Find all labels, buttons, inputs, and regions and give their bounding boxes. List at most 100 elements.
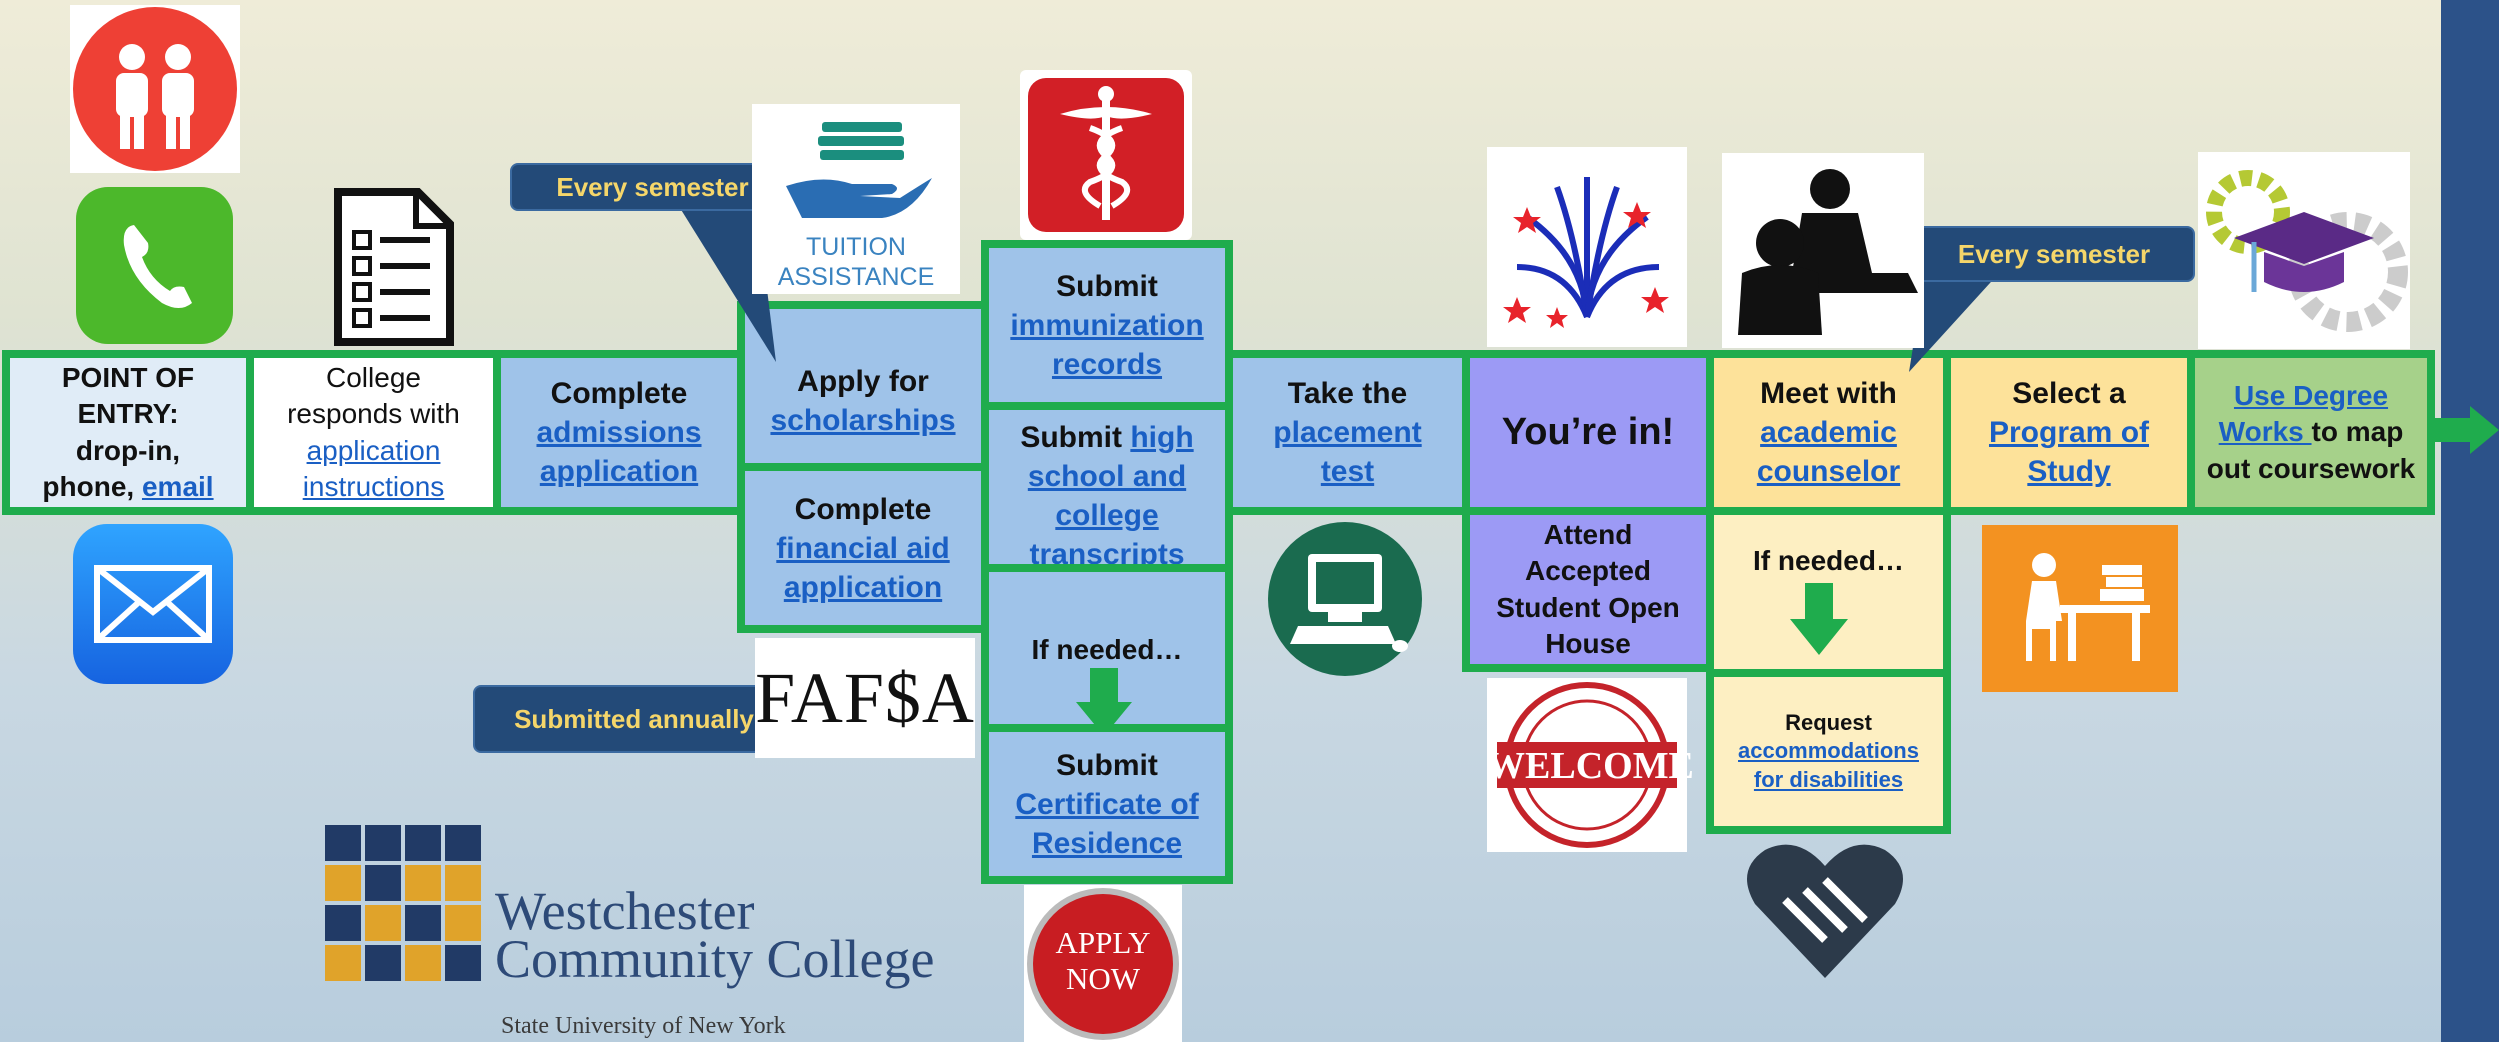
openhouse-line2: Accepted bbox=[1524, 555, 1652, 587]
callout-text: Every semester bbox=[510, 163, 795, 211]
degreeworks-rest1: to map bbox=[2311, 416, 2404, 448]
apply-now-circle bbox=[1027, 888, 1179, 1040]
if-needed-residence-box: If needed… bbox=[981, 564, 1233, 734]
counselor-box: Meet with academic counselor bbox=[1706, 350, 1951, 515]
residence-box: Submit Certificate of Residence bbox=[981, 724, 1233, 884]
computer-icon bbox=[1268, 522, 1422, 676]
openhouse-line3: Student Open bbox=[1496, 591, 1680, 623]
tuition-assistance-logo: TUITION ASSISTANCE bbox=[752, 104, 960, 294]
application-instructions-link-2[interactable]: instructions bbox=[302, 470, 445, 502]
financial-aid-box: Complete financial aid application bbox=[737, 463, 989, 633]
tuition-line2: ASSISTANCE bbox=[777, 263, 935, 291]
entry-line2: drop-in, bbox=[75, 434, 181, 466]
fireworks-icon bbox=[1487, 147, 1687, 347]
welcome-stamp: WELCOME bbox=[1487, 678, 1694, 852]
mail-icon bbox=[73, 524, 233, 684]
email-link[interactable]: email bbox=[141, 470, 214, 502]
college-logo-grid bbox=[325, 825, 481, 981]
placement-test-link-1[interactable]: placement bbox=[1273, 416, 1422, 449]
callout-text: Submitted annually bbox=[473, 685, 795, 753]
callout-pointer bbox=[1909, 272, 2000, 372]
placement-box: Take the placement test bbox=[1225, 350, 1470, 515]
open-house-box: Attend Accepted Student Open House bbox=[1462, 507, 1714, 672]
phone-icon bbox=[76, 187, 233, 344]
responds-line1: College bbox=[326, 361, 421, 393]
entry-phone-text: phone, bbox=[42, 470, 142, 502]
financial-aid-link-2[interactable]: application bbox=[783, 570, 943, 604]
degree-works-link-1[interactable]: Use Degree bbox=[2233, 379, 2389, 411]
application-instructions-link-1[interactable]: application bbox=[306, 434, 441, 466]
accommodations-line1: Request bbox=[1785, 709, 1872, 735]
transcripts-link-4[interactable]: transcripts bbox=[1029, 538, 1185, 571]
residence-line1: Submit bbox=[1056, 748, 1158, 782]
financial-aid-link-1[interactable]: financial aid bbox=[776, 531, 950, 565]
entry-title: POINT OF ENTRY: bbox=[61, 361, 195, 430]
arrow-down-icon bbox=[1790, 583, 1848, 655]
accommodations-box: Request accommodations for disabilities bbox=[1706, 669, 1951, 834]
youre-in-text: You’re in! bbox=[1501, 410, 1675, 453]
scholarships-link[interactable]: scholarships bbox=[770, 404, 956, 437]
placement-line1: Take the bbox=[1287, 377, 1408, 410]
residence-link-1[interactable]: Certificate of bbox=[1015, 787, 1199, 821]
apply-line2: NOW bbox=[1065, 961, 1141, 996]
college-subtitle: State University of New York bbox=[501, 1013, 786, 1039]
graduation-gear-icon bbox=[2198, 152, 2410, 349]
youre-in-box: You’re in! bbox=[1462, 350, 1714, 515]
counselor-line1: Meet with bbox=[1760, 377, 1897, 410]
degreeworks-line3: out coursework bbox=[2206, 452, 2416, 484]
transcripts-link-3[interactable]: college bbox=[1055, 499, 1159, 532]
openhouse-line1: Attend bbox=[1543, 518, 1633, 550]
immunization-line1: Submit bbox=[1056, 269, 1158, 303]
scholarships-box: Apply for scholarships bbox=[737, 301, 989, 471]
placement-test-link-2[interactable]: test bbox=[1320, 455, 1375, 488]
fafsa-logo: FAF$A bbox=[755, 638, 975, 758]
academic-counselor-link-2[interactable]: counselor bbox=[1756, 455, 1901, 488]
medical-caduceus-icon bbox=[1020, 70, 1192, 240]
transcripts-link-1[interactable]: high bbox=[1130, 421, 1194, 454]
academic-counselor-link-1[interactable]: academic bbox=[1760, 416, 1897, 449]
accommodations-link-1[interactable]: accommodations bbox=[1738, 738, 1919, 764]
immunization-link-2[interactable]: records bbox=[1051, 347, 1163, 381]
degree-works-box: Use Degree Works to map out coursework bbox=[2187, 350, 2435, 515]
finaid-line1: Complete bbox=[794, 492, 932, 526]
program-of-study-link-2[interactable]: Study bbox=[2027, 455, 2111, 488]
handshake-heart-icon bbox=[1747, 844, 1903, 978]
if-needed-label-2: If needed… bbox=[1753, 545, 1904, 576]
apply-now-badge: APPLY NOW bbox=[1024, 885, 1182, 1042]
admissions-line1: Complete bbox=[550, 377, 688, 410]
degree-works-link-2[interactable]: Works bbox=[2218, 416, 2312, 448]
immunization-box: Submit immunization records bbox=[981, 240, 1233, 410]
arrow-down-icon bbox=[1076, 668, 1132, 736]
if-needed-label: If needed… bbox=[1031, 634, 1183, 665]
college-name-line2: Community College bbox=[495, 929, 935, 989]
scholarships-line1: Apply for bbox=[797, 365, 929, 398]
people-icon bbox=[70, 5, 240, 173]
welcome-text: WELCOME bbox=[1487, 745, 1694, 787]
responds-line2: responds with bbox=[287, 398, 460, 430]
transcripts-link-2[interactable]: school and bbox=[1027, 460, 1187, 493]
transcripts-line1: Submit high bbox=[1020, 418, 1193, 457]
entry-line3: phone, email bbox=[42, 469, 213, 505]
point-of-entry-box: POINT OF ENTRY: drop-in, phone, email bbox=[2, 350, 254, 515]
hand-money-icon bbox=[786, 122, 932, 218]
immunization-link-1[interactable]: immunization bbox=[1010, 308, 1204, 342]
transcripts-prefix: Submit bbox=[1020, 421, 1131, 454]
checklist-icon bbox=[334, 188, 454, 346]
accommodations-link-2[interactable]: for disabilities bbox=[1753, 766, 1904, 792]
degreeworks-line2: Works to map bbox=[2219, 414, 2404, 450]
apply-now-text: APPLY NOW bbox=[1024, 925, 1182, 997]
program-of-study-link-1[interactable]: Program of bbox=[1988, 416, 2150, 449]
apply-line1: APPLY bbox=[1055, 925, 1151, 960]
student-desk-icon bbox=[1982, 525, 2178, 692]
admissions-box: Complete admissions application bbox=[493, 350, 745, 515]
residence-link-2[interactable]: Residence bbox=[1031, 826, 1183, 860]
program-line1: Select a bbox=[2012, 377, 2126, 410]
tuition-line1: TUITION bbox=[806, 233, 906, 261]
admissions-application-link-1[interactable]: admissions bbox=[536, 416, 702, 449]
program-box: Select a Program of Study bbox=[1943, 350, 2195, 515]
openhouse-line4: House bbox=[1545, 627, 1631, 659]
callout-text: Every semester bbox=[1913, 226, 2195, 282]
admissions-application-link-2[interactable]: application bbox=[539, 455, 699, 488]
transcripts-box: Submit high school and college transcrip… bbox=[981, 402, 1233, 572]
college-name-line1: Westchester bbox=[495, 881, 755, 941]
